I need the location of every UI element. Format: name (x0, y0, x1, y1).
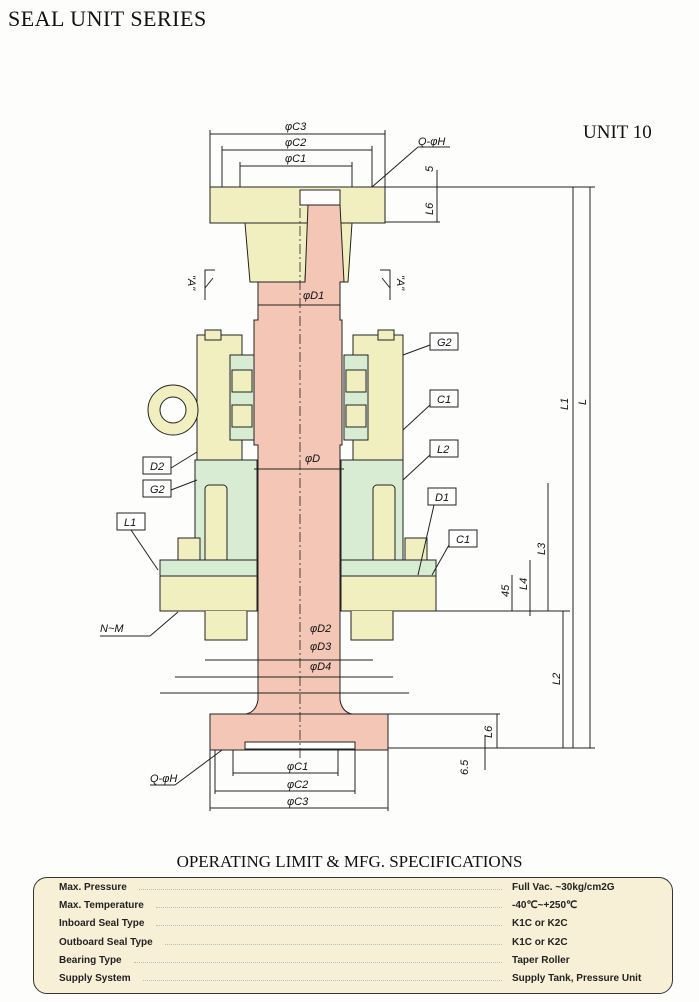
shaft-dimensions: φD1 φD φD2 φD3 φD4 (160, 290, 409, 694)
callouts: G2 C1 L2 D2 G2 L1 D1 C1 N~M Q-φH (100, 332, 478, 786)
top-dimensions: φC3 φC2 φC1 Q-φH 5 L6 (209, 121, 595, 223)
dim-c3-bottom: φC3 (287, 796, 309, 808)
spec-leader (156, 924, 502, 927)
spec-leader (138, 888, 502, 890)
dim-l2: L2 (551, 673, 563, 685)
section-marks: "A" "A" (185, 269, 406, 300)
dim-five-top: 5 (424, 165, 436, 172)
dim-l6-bottom: L6 (483, 725, 495, 738)
spec-value: -40℃~+250℃ (512, 900, 578, 912)
dim-c2-bottom: φC2 (287, 779, 308, 791)
callout-c1-right: C1 (437, 394, 451, 406)
spec-label: Max. Pressure (59, 882, 127, 893)
spec-leader (133, 961, 502, 963)
dim-l3: L3 (536, 542, 548, 555)
seal-housing (159, 459, 437, 641)
specs-table: Max. Pressure Full Vac. ~30kg/cm2G Max. T… (33, 877, 673, 994)
callout-qh-bottom: Q-φH (150, 773, 177, 785)
shaft (209, 204, 389, 760)
spec-value: Taper Roller (512, 954, 570, 966)
dim-qh-top: Q-φH (418, 136, 445, 148)
callout-g2-right: G2 (437, 337, 452, 349)
vertical-dimensions: L1 L L2 L3 L4 45 L6 6.5 (388, 187, 595, 775)
spec-value: Supply Tank, Pressure Unit (512, 972, 642, 984)
spec-value: Full Vac. ~30kg/cm2G (512, 882, 615, 893)
dim-d1: φD1 (303, 290, 324, 302)
callout-d1-right: D1 (435, 492, 449, 504)
callout-nm: N~M (100, 623, 124, 635)
callout-l2-right: L2 (437, 444, 449, 456)
dim-d3: φD3 (310, 641, 332, 653)
unit-label: UNIT 10 (583, 122, 652, 143)
spec-label: Supply System (59, 972, 131, 984)
dim-l6-top: L6 (424, 202, 436, 215)
callout-g2-left: G2 (150, 484, 165, 496)
spec-row: Bearing Type Taper Roller (59, 955, 652, 973)
bottom-dimensions: φC1 φC2 φC3 (209, 750, 389, 811)
dim-c1-bottom: φC1 (287, 761, 308, 773)
spec-row: Outboard Seal Type K1C or K2C (59, 937, 652, 955)
dim-c3-top: φC3 (285, 121, 307, 133)
seal-unit-drawing: φC3 φC2 φC1 Q-φH 5 L6 "A" "A" φD1 φD φD2… (100, 121, 595, 811)
spec-label: Bearing Type (59, 954, 122, 966)
spec-row: Inboard Seal Type K1C or K2C (59, 918, 652, 936)
section-mark-left: "A" (185, 275, 197, 291)
top-flange (209, 186, 386, 283)
section-mark-right: "A" (394, 275, 406, 291)
callout-l1-left: L1 (124, 517, 136, 529)
dim-d: φD (305, 453, 320, 465)
dim-l: L (577, 399, 589, 405)
dim-c1-top: φC1 (285, 153, 306, 165)
specs-heading: OPERATING LIMIT & MFG. SPECIFICATIONS (176, 852, 523, 871)
spec-row: Max. Temperature -40℃~+250℃ (59, 900, 652, 918)
spec-label: Outboard Seal Type (59, 936, 153, 948)
callout-d2-left: D2 (150, 461, 164, 473)
dim-l1: L1 (559, 398, 571, 410)
page-title: SEAL UNIT SERIES (8, 6, 207, 31)
spec-row: Supply System Supply Tank, Pressure Unit (59, 973, 652, 991)
spec-row: Max. Pressure Full Vac. ~30kg/cm2G (59, 882, 652, 900)
dim-c2-top: φC2 (285, 137, 306, 149)
spec-leader (142, 979, 502, 981)
dim-d2: φD2 (310, 623, 331, 635)
spec-leader (164, 943, 502, 945)
spec-leader (155, 906, 502, 909)
dim-45: 45 (500, 584, 512, 597)
spec-label: Max. Temperature (59, 900, 144, 912)
spec-value: K1C or K2C (512, 918, 568, 930)
callout-c1-lower: C1 (456, 534, 470, 546)
spec-value: K1C or K2C (512, 936, 568, 948)
dim-d4: φD4 (310, 661, 331, 673)
spec-label: Inboard Seal Type (59, 918, 145, 930)
dim-l4: L4 (518, 578, 530, 590)
dim-6-5: 6.5 (459, 759, 471, 775)
